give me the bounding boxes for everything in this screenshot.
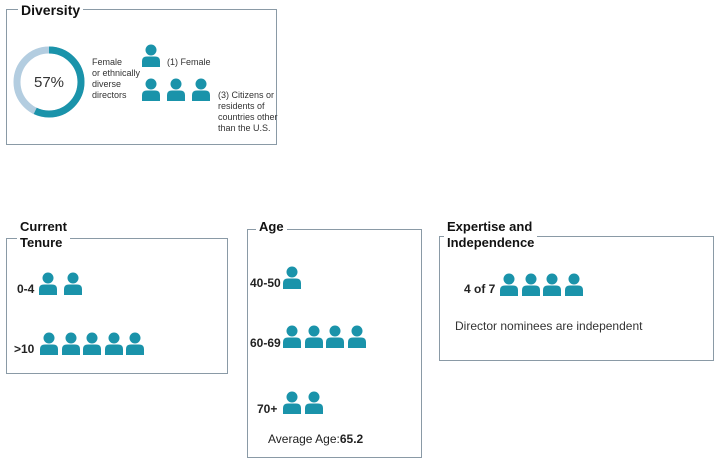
- title-line: Independence: [447, 235, 535, 250]
- person-icon: [104, 332, 123, 355]
- average-age-value: 65.2: [339, 432, 364, 446]
- person-icon: [64, 272, 82, 295]
- age-row-icons: [282, 265, 302, 289]
- expertise-title: Expertise and Independence: [444, 219, 538, 251]
- person-icon: [304, 391, 323, 414]
- person-icon: [326, 325, 344, 348]
- diversity-donut-chart: [13, 46, 85, 118]
- citizens-icons: [141, 77, 211, 101]
- person-icon: [192, 78, 210, 101]
- donut-value-arc: [13, 46, 85, 118]
- title-line: Expertise and: [447, 219, 533, 234]
- person-icon: [167, 78, 185, 101]
- person-icon: [304, 325, 323, 348]
- age-row-icons: [282, 390, 324, 414]
- diversity-title: Diversity: [18, 2, 84, 18]
- citizens-label: (3) Citizens or residents of countries o…: [218, 90, 278, 134]
- tenure-row-icons: [39, 331, 145, 355]
- citizens-line: than the U.S.: [218, 123, 271, 133]
- age-row-icons: [282, 324, 367, 348]
- expertise-count-label: 4 of 7: [464, 282, 496, 296]
- title-line: Tenure: [20, 235, 63, 250]
- person-icon: [521, 273, 540, 296]
- person-icon: [283, 266, 301, 289]
- person-icon: [61, 332, 80, 355]
- person-icon: [126, 332, 144, 355]
- person-icon: [500, 273, 518, 296]
- person-icon: [283, 391, 301, 414]
- person-icon: [564, 273, 583, 296]
- citizens-line: (3) Citizens or: [218, 90, 275, 100]
- tenure-title: Current Tenure: [17, 219, 70, 251]
- average-age: Average Age:65.2: [268, 432, 363, 446]
- average-age-label: Average Age:: [268, 432, 340, 446]
- female-icons: [141, 43, 161, 67]
- citizens-line: residents of: [218, 101, 265, 111]
- age-row-label: 70+: [257, 402, 278, 416]
- desc-line: Female: [92, 57, 123, 67]
- age-row-label: 40-50: [250, 276, 281, 290]
- diversity-panel: [6, 9, 277, 145]
- person-icon: [40, 332, 58, 355]
- desc-line: diverse: [92, 79, 122, 89]
- title-line: Current: [20, 219, 67, 234]
- desc-line: or ethnically: [92, 68, 141, 78]
- person-icon: [347, 325, 366, 348]
- age-title: Age: [256, 219, 287, 235]
- age-panel: [247, 229, 422, 458]
- expertise-caption: Director nominees are independent: [455, 319, 643, 333]
- female-label: (1) Female: [167, 57, 211, 67]
- tenure-row-icons: [38, 271, 83, 295]
- person-icon: [142, 44, 160, 67]
- expertise-panel: [439, 236, 714, 361]
- age-row-label: 60-69: [250, 336, 281, 350]
- person-icon: [142, 78, 160, 101]
- desc-line: directors: [92, 90, 127, 100]
- diversity-description: Female or ethnically diverse directors: [92, 57, 140, 101]
- diversity-percent: 57%: [33, 73, 65, 91]
- person-icon: [283, 325, 301, 348]
- expertise-icons: [499, 272, 584, 296]
- tenure-row-label: >10: [14, 342, 35, 356]
- person-icon: [543, 273, 561, 296]
- citizens-line: countries other: [218, 112, 278, 122]
- tenure-panel: [6, 238, 228, 374]
- person-icon: [39, 272, 57, 295]
- person-icon: [83, 332, 101, 355]
- tenure-row-label: 0-4: [17, 282, 35, 296]
